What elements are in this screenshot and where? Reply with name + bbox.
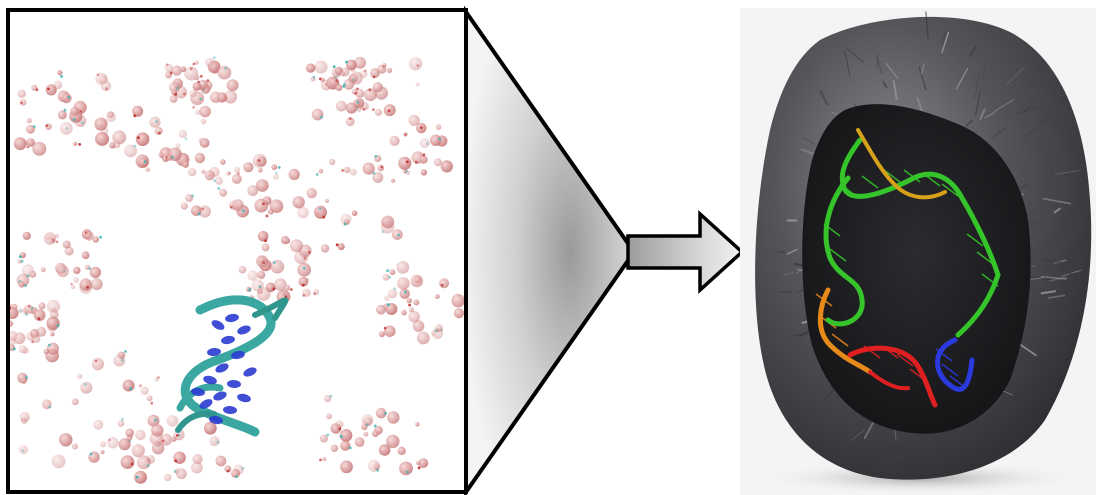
rock-panel <box>740 8 1096 495</box>
funnel-arrow <box>466 12 742 492</box>
simulation-panel <box>2 10 466 492</box>
